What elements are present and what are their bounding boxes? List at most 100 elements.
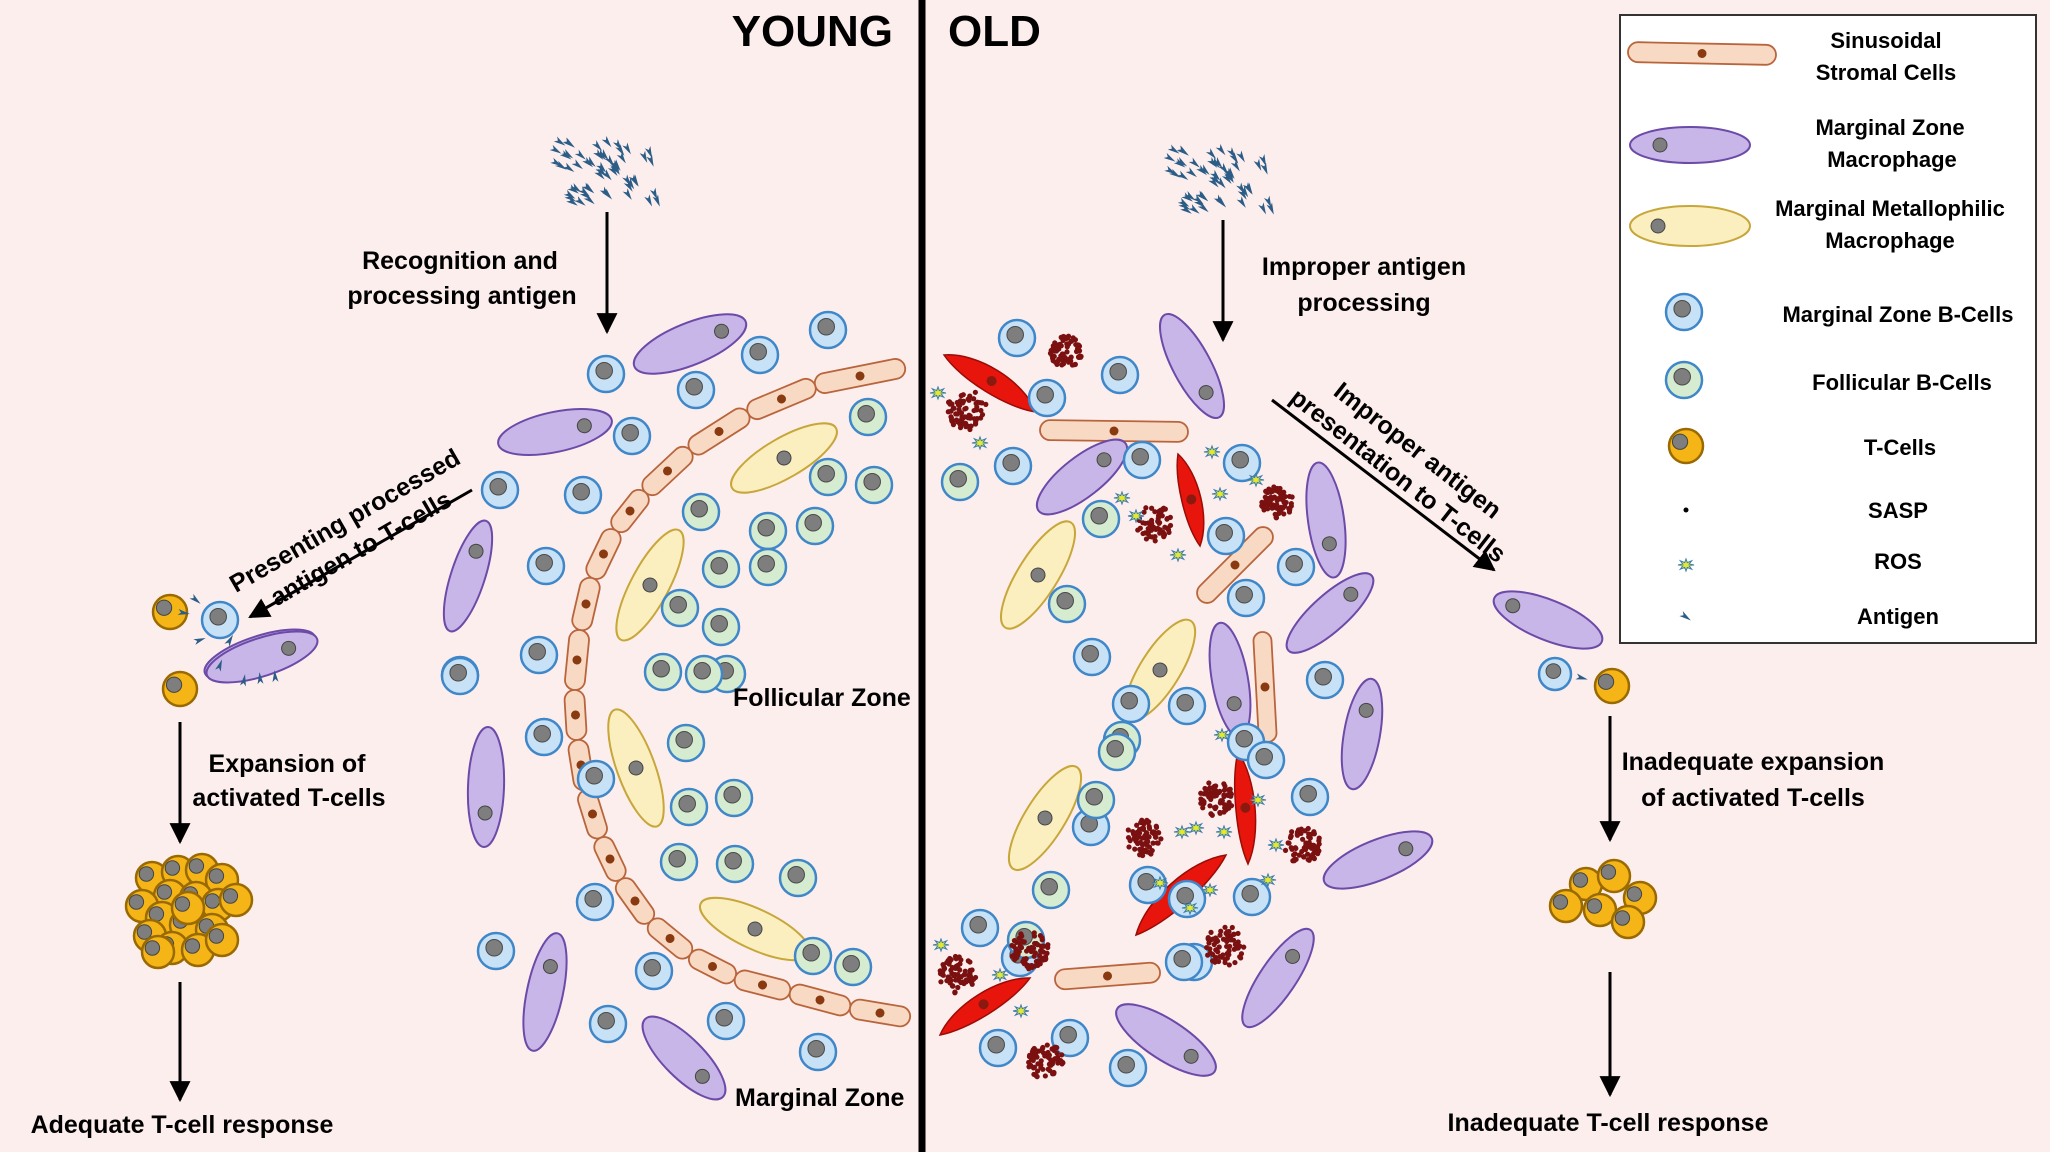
antigen [1236, 150, 1245, 163]
marginal-zone-macrophage [522, 932, 568, 1052]
ros-star [1169, 547, 1187, 563]
marginal-zone-b-cell [676, 370, 716, 410]
antigen [1215, 143, 1226, 156]
antigen [625, 177, 635, 190]
sasp-cluster [1134, 505, 1174, 544]
stromal-cell [610, 488, 650, 534]
stromal-cell [646, 917, 694, 960]
young-step3-line2: activated T-cells [192, 784, 385, 812]
marginal-zone-b-cell [740, 335, 780, 375]
old-result: Inadequate T-cell response [1448, 1109, 1769, 1137]
senescent-cell [1176, 452, 1205, 548]
sasp-cluster [1259, 484, 1295, 521]
antigen [1224, 171, 1234, 183]
old-header: OLD [948, 7, 1041, 56]
ros-star [1201, 882, 1219, 898]
cell-layer [124, 135, 1658, 1101]
marginal-zone-b-cell [588, 1004, 628, 1044]
antigen [583, 194, 595, 205]
antigen [564, 192, 577, 202]
marginal-zone-b-cell [526, 546, 566, 586]
marginal-zone-b-cell [1050, 1018, 1090, 1058]
follicular-b-cell [1081, 499, 1121, 539]
marginal-zone-b-cell [706, 1001, 746, 1041]
antigen [257, 672, 264, 685]
antigen [562, 137, 575, 147]
marginal-zone-b-cell [1232, 877, 1272, 917]
ros-star [1249, 792, 1267, 808]
antigen [550, 157, 563, 167]
t-cell [161, 670, 199, 708]
marginal-zone-b-cell [200, 600, 240, 640]
antigen [215, 659, 223, 672]
antigen [1258, 154, 1267, 167]
antigen [1258, 202, 1267, 215]
marginal-zone-b-cell [1222, 443, 1262, 483]
ros-star [1203, 444, 1221, 460]
follicular-b-cell [793, 936, 833, 976]
ros-star [1151, 875, 1169, 891]
follicular-b-cell [1664, 360, 1704, 400]
antigen [1253, 158, 1262, 171]
young-result: Adequate T-cell response [31, 1111, 334, 1139]
marginal-zone-b-cell [1276, 547, 1316, 587]
marginal-zone-b-cell [476, 931, 516, 971]
antigen [1209, 157, 1220, 169]
t-cell [1596, 858, 1632, 894]
follicular-b-cell [854, 465, 894, 505]
marginal-zone-macrophage [1159, 313, 1225, 419]
legend: Sinusoidal Stromal Cells Marginal Zone M… [1619, 14, 2037, 644]
marginal-zone-b-cell [576, 759, 616, 799]
antigen [598, 149, 609, 161]
ros-star [1247, 472, 1265, 488]
follicular-b-cell [701, 549, 741, 589]
antigen [582, 156, 594, 168]
antigen [610, 163, 620, 175]
antigen [652, 194, 660, 207]
young-arrow-presenting [248, 488, 473, 619]
metallophilic-macrophage [607, 708, 665, 828]
antigen [601, 188, 613, 200]
antigen [561, 148, 574, 159]
follicular-b-cell [659, 842, 699, 882]
marginal-zone-b-cell [563, 475, 603, 515]
young-step3-line1: Expansion of [209, 750, 367, 778]
antigen [591, 140, 603, 152]
antigen [1263, 195, 1272, 208]
old-step3-line1: Inadequate expansion [1622, 748, 1885, 776]
marginal-zone-b-cell [586, 354, 626, 394]
antigen [607, 164, 618, 176]
ros-star [1211, 486, 1229, 502]
ros-star [1113, 490, 1131, 506]
ros-star [1127, 508, 1145, 524]
antigen [1196, 164, 1208, 176]
marginal-zone-b-cell [1128, 865, 1168, 905]
legend-icons [1627, 41, 1777, 621]
ros-star [1187, 820, 1205, 836]
marginal-zone-b-cell [1108, 1048, 1148, 1088]
marginal-zone-b-cell [1072, 637, 1112, 677]
legend-metallophilic-label-line2: Macrophage [1825, 228, 1955, 253]
marginal-zone-b-cell [960, 908, 1000, 948]
antigen [584, 156, 596, 167]
follicular-b-cell [1076, 780, 1116, 820]
antigen [1176, 170, 1189, 180]
antigen [1230, 159, 1240, 172]
stromal-cell [1196, 526, 1274, 604]
legend-antigen-label: Antigen [1857, 604, 1939, 629]
ros-star [1215, 824, 1233, 840]
sasp-cluster [1204, 924, 1247, 968]
antigen [224, 634, 233, 647]
antigen [1242, 182, 1252, 194]
sasp-icon [1683, 507, 1689, 513]
marginal-zone-b-cell [1226, 578, 1266, 618]
follicular-b-cell [795, 506, 835, 546]
antigen [1679, 611, 1691, 621]
ros-star [1259, 872, 1277, 888]
metallophilic-macrophage [1000, 520, 1076, 630]
antigen [595, 149, 606, 161]
antigen [623, 180, 633, 192]
antigen [646, 154, 654, 167]
metallophilic-macrophage [1007, 765, 1083, 871]
marginal-zone-macrophage [442, 519, 494, 633]
